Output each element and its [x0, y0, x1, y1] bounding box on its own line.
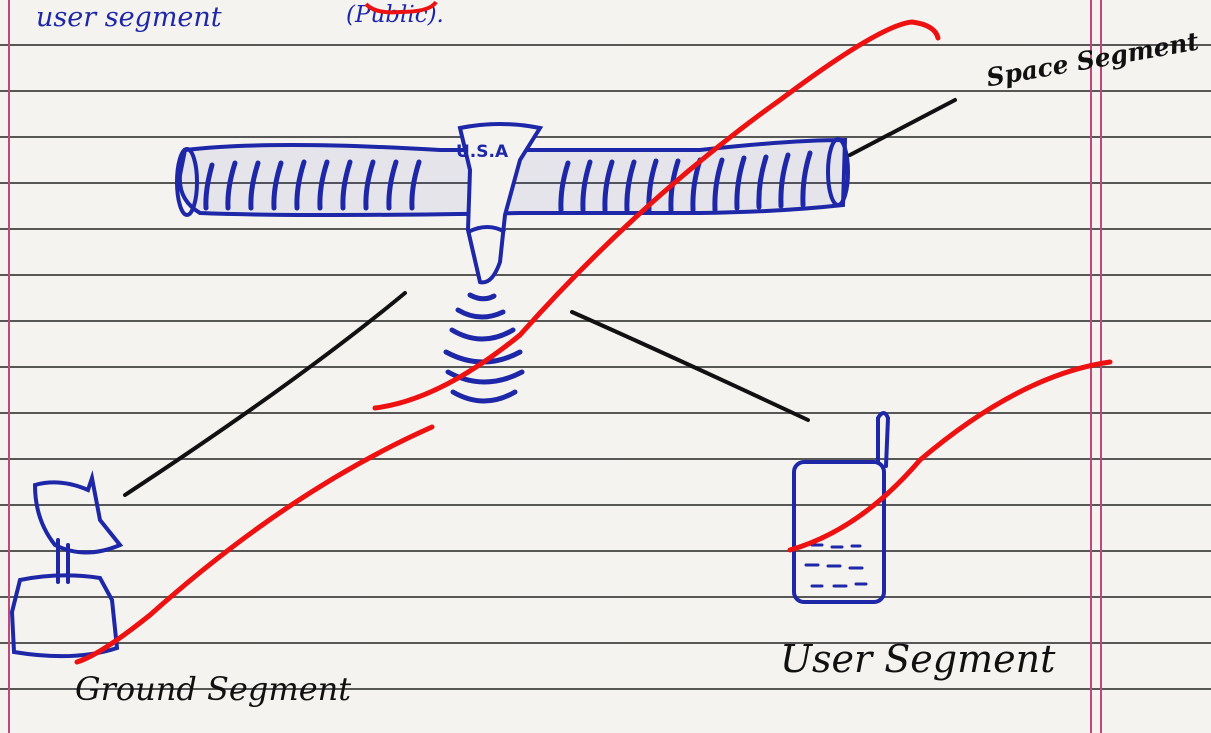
red-circle-mark — [364, 0, 438, 15]
header-text-user-segment: user segment — [36, 2, 222, 33]
left-margin-line — [8, 0, 10, 733]
ground-station-dish-icon — [9, 470, 124, 659]
connector-lines — [123, 98, 957, 497]
user-segment-label: User Segment — [780, 637, 1056, 681]
satellite-to-ground-line — [123, 291, 407, 497]
signal-waves-icon — [443, 292, 525, 404]
red-strike-upper — [372, 19, 941, 411]
red-strike-lines — [74, 19, 1113, 665]
red-strike-right — [787, 359, 1113, 553]
ground-segment-label: Ground Segment — [75, 670, 352, 708]
mobile-phone-icon — [792, 411, 891, 604]
satellite-to-user-line — [570, 310, 810, 422]
satellite-badge: U.S.A — [456, 142, 509, 162]
satellite-icon — [175, 122, 850, 285]
red-strike-lower-left — [74, 424, 435, 665]
right-margin-line-2 — [1100, 0, 1102, 733]
space-label-line — [848, 98, 957, 157]
